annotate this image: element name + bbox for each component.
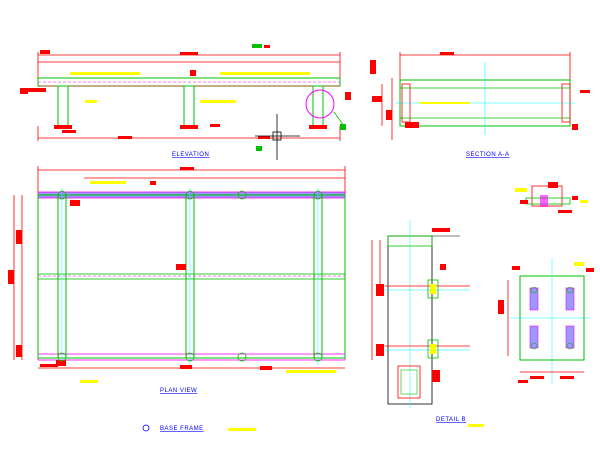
section-view: SECTION A-A bbox=[370, 52, 590, 158]
cursor-crosshair-icon bbox=[255, 114, 300, 160]
small-detail-view bbox=[515, 182, 588, 213]
elevation-view: ELEVATION bbox=[20, 44, 351, 158]
detail-view: DETAIL B bbox=[371, 220, 484, 427]
section-title: SECTION A-A bbox=[466, 152, 510, 158]
drawing-title: BASE FRAME bbox=[160, 426, 204, 432]
elevation-title: ELEVATION bbox=[172, 152, 209, 158]
detail-plan-view bbox=[498, 258, 594, 384]
drawing-title-block: BASE FRAME bbox=[142, 424, 256, 432]
plan-view: PLAN VIEW bbox=[8, 166, 346, 394]
detail-title: DETAIL B bbox=[436, 417, 466, 423]
plan-title: PLAN VIEW bbox=[160, 388, 197, 394]
title-marker-icon bbox=[142, 424, 150, 432]
